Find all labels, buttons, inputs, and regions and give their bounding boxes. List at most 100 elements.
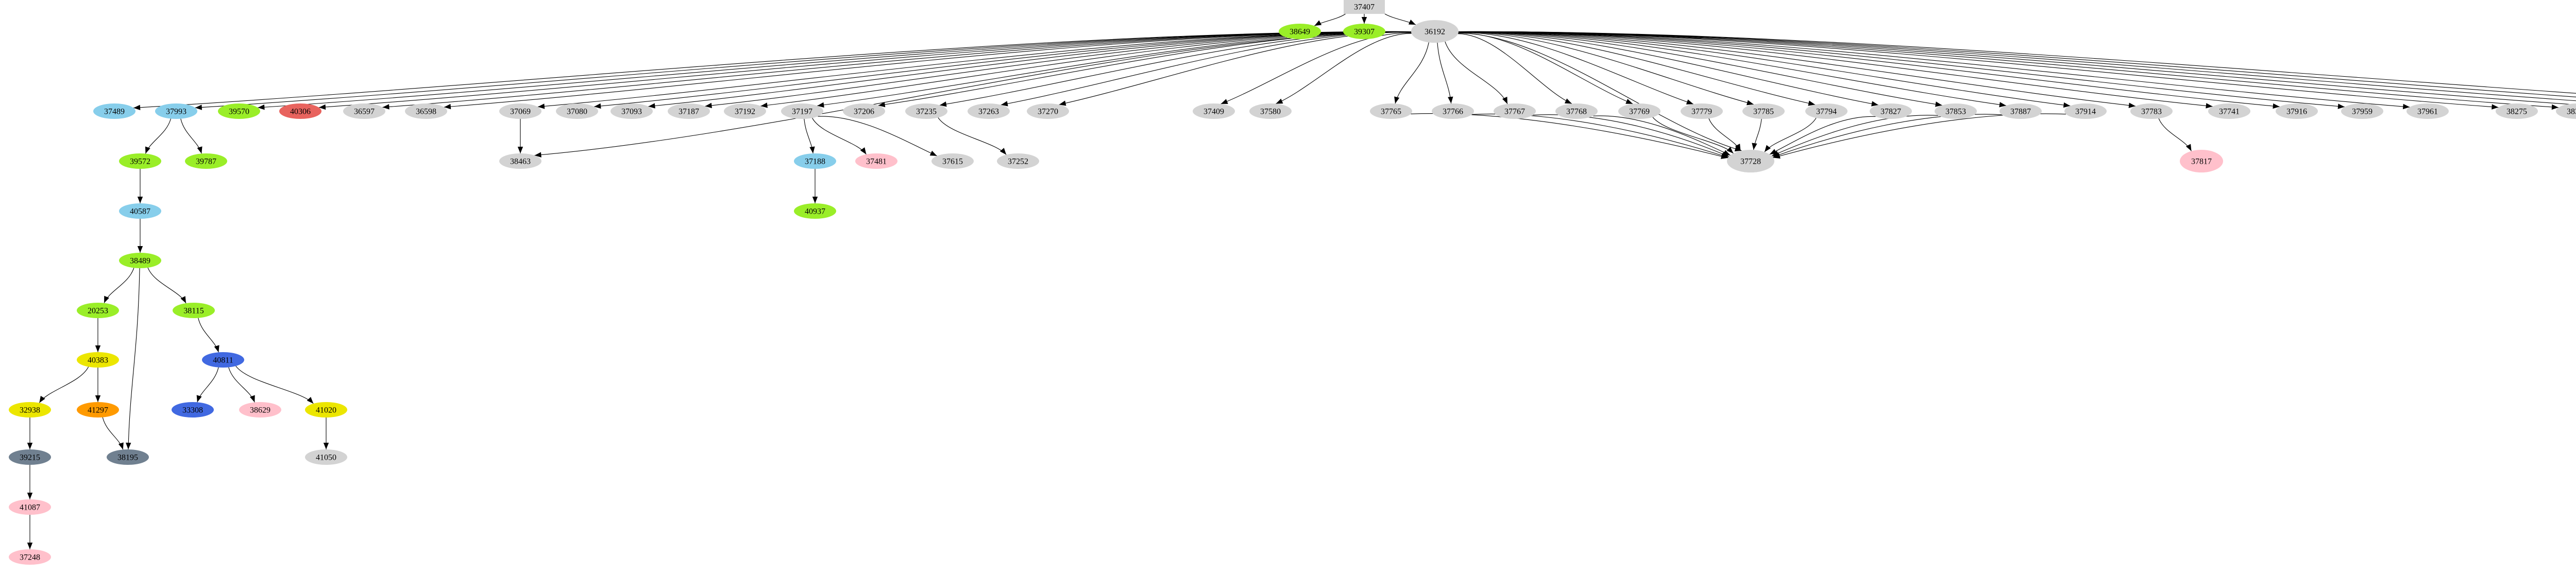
graph-node[interactable]: 37993 <box>155 103 197 119</box>
graph-node[interactable]: 40306 <box>279 103 321 119</box>
graph-node[interactable]: 38629 <box>239 402 281 418</box>
node-shape-ellipse[interactable] <box>9 499 51 515</box>
node-shape-ellipse[interactable] <box>2496 103 2538 119</box>
graph-node[interactable]: 37959 <box>2341 103 2383 119</box>
node-shape-ellipse[interactable] <box>1027 103 1069 119</box>
node-shape-ellipse[interactable] <box>155 103 197 119</box>
graph-node[interactable]: 39215 <box>9 449 51 465</box>
node-shape-ellipse[interactable] <box>119 203 161 219</box>
graph-node[interactable]: 37785 <box>1742 103 1785 119</box>
graph-node[interactable]: 40587 <box>119 203 161 219</box>
graph-node[interactable]: 37192 <box>724 103 766 119</box>
node-shape-ellipse[interactable] <box>1555 103 1598 119</box>
graph-node[interactable]: 37270 <box>1027 103 1069 119</box>
node-shape-ellipse[interactable] <box>668 103 710 119</box>
node-shape-ellipse[interactable] <box>239 402 281 418</box>
node-shape-ellipse[interactable] <box>172 402 214 418</box>
graph-node[interactable]: 37187 <box>668 103 710 119</box>
graph-node[interactable]: 20253 <box>77 303 119 318</box>
node-shape-ellipse[interactable] <box>781 103 823 119</box>
graph-node[interactable]: 37914 <box>2064 103 2107 119</box>
graph-node[interactable]: 37407 <box>1344 0 1385 14</box>
node-shape-ellipse[interactable] <box>1727 150 1774 172</box>
node-shape-ellipse[interactable] <box>2064 103 2107 119</box>
graph-node[interactable]: 33308 <box>172 402 214 418</box>
graph-node[interactable]: 37188 <box>794 153 836 169</box>
node-shape-ellipse[interactable] <box>1681 103 1723 119</box>
graph-node[interactable]: 39572 <box>119 153 161 169</box>
node-shape-ellipse[interactable] <box>1805 103 1848 119</box>
node-shape-ellipse[interactable] <box>218 103 260 119</box>
node-shape-ellipse[interactable] <box>968 103 1010 119</box>
node-shape-ellipse[interactable] <box>724 103 766 119</box>
node-shape-ellipse[interactable] <box>185 153 227 169</box>
node-shape-ellipse[interactable] <box>499 103 541 119</box>
node-shape-ellipse[interactable] <box>1370 103 1412 119</box>
graph-node[interactable]: 37069 <box>499 103 541 119</box>
node-shape-box[interactable] <box>1344 0 1385 14</box>
node-shape-ellipse[interactable] <box>611 103 653 119</box>
graph-node[interactable]: 39307 <box>1343 24 1385 39</box>
node-shape-ellipse[interactable] <box>1999 103 2042 119</box>
node-shape-ellipse[interactable] <box>843 103 885 119</box>
node-shape-ellipse[interactable] <box>1249 103 1292 119</box>
node-shape-ellipse[interactable] <box>1193 103 1235 119</box>
graph-node[interactable]: 37263 <box>968 103 1010 119</box>
graph-node[interactable]: 37783 <box>2130 103 2173 119</box>
graph-node[interactable]: 41297 <box>77 402 119 418</box>
node-shape-ellipse[interactable] <box>556 103 598 119</box>
node-shape-ellipse[interactable] <box>77 303 119 318</box>
graph-node[interactable]: 37765 <box>1370 103 1412 119</box>
graph-node[interactable]: 37580 <box>1249 103 1292 119</box>
graph-node[interactable]: 40811 <box>202 352 244 368</box>
node-shape-ellipse[interactable] <box>1618 103 1660 119</box>
graph-node[interactable]: 37768 <box>1555 103 1598 119</box>
graph-node[interactable]: 38195 <box>107 449 149 465</box>
node-shape-ellipse[interactable] <box>305 449 347 465</box>
node-shape-ellipse[interactable] <box>9 402 51 418</box>
node-shape-ellipse[interactable] <box>855 153 897 169</box>
graph-node[interactable]: 37197 <box>781 103 823 119</box>
node-shape-ellipse[interactable] <box>305 402 347 418</box>
graph-node[interactable]: 39787 <box>185 153 227 169</box>
graph-node[interactable]: 37615 <box>931 153 974 169</box>
node-shape-ellipse[interactable] <box>93 103 135 119</box>
graph-node[interactable]: 37794 <box>1805 103 1848 119</box>
node-shape-ellipse[interactable] <box>107 449 149 465</box>
graph-node[interactable]: 37961 <box>2406 103 2449 119</box>
node-shape-ellipse[interactable] <box>2208 103 2250 119</box>
graph-node[interactable]: 38115 <box>173 303 215 318</box>
graph-node[interactable]: 40383 <box>77 352 119 368</box>
graph-node[interactable]: 37489 <box>93 103 135 119</box>
graph-node[interactable]: 37409 <box>1193 103 1235 119</box>
node-shape-ellipse[interactable] <box>173 303 215 318</box>
node-shape-ellipse[interactable] <box>905 103 947 119</box>
node-shape-ellipse[interactable] <box>9 449 51 465</box>
graph-node[interactable]: 37766 <box>1432 103 1474 119</box>
node-shape-ellipse[interactable] <box>997 153 1039 169</box>
graph-node[interactable]: 36597 <box>343 103 385 119</box>
node-shape-ellipse[interactable] <box>1343 24 1385 39</box>
graph-node[interactable]: 32938 <box>9 402 51 418</box>
node-shape-ellipse[interactable] <box>1279 24 1321 39</box>
node-shape-ellipse[interactable] <box>2130 103 2173 119</box>
graph-node[interactable]: 36192 <box>1411 20 1459 43</box>
graph-node[interactable]: 38275 <box>2496 103 2538 119</box>
node-shape-ellipse[interactable] <box>279 103 321 119</box>
node-shape-ellipse[interactable] <box>2406 103 2449 119</box>
graph-node[interactable]: 37769 <box>1618 103 1660 119</box>
graph-node[interactable]: 38489 <box>119 253 161 268</box>
graph-node[interactable]: 37080 <box>556 103 598 119</box>
graph-node[interactable]: 38463 <box>499 153 541 169</box>
graph-node[interactable]: 39570 <box>218 103 260 119</box>
node-shape-ellipse[interactable] <box>119 253 161 268</box>
node-shape-ellipse[interactable] <box>9 549 51 565</box>
graph-node[interactable]: 37887 <box>1999 103 2042 119</box>
node-shape-ellipse[interactable] <box>202 352 244 368</box>
node-shape-ellipse[interactable] <box>1411 20 1459 43</box>
graph-node[interactable]: 37779 <box>1681 103 1723 119</box>
node-shape-ellipse[interactable] <box>2341 103 2383 119</box>
graph-node[interactable]: 37741 <box>2208 103 2250 119</box>
graph-node[interactable]: 41050 <box>305 449 347 465</box>
node-shape-ellipse[interactable] <box>77 402 119 418</box>
